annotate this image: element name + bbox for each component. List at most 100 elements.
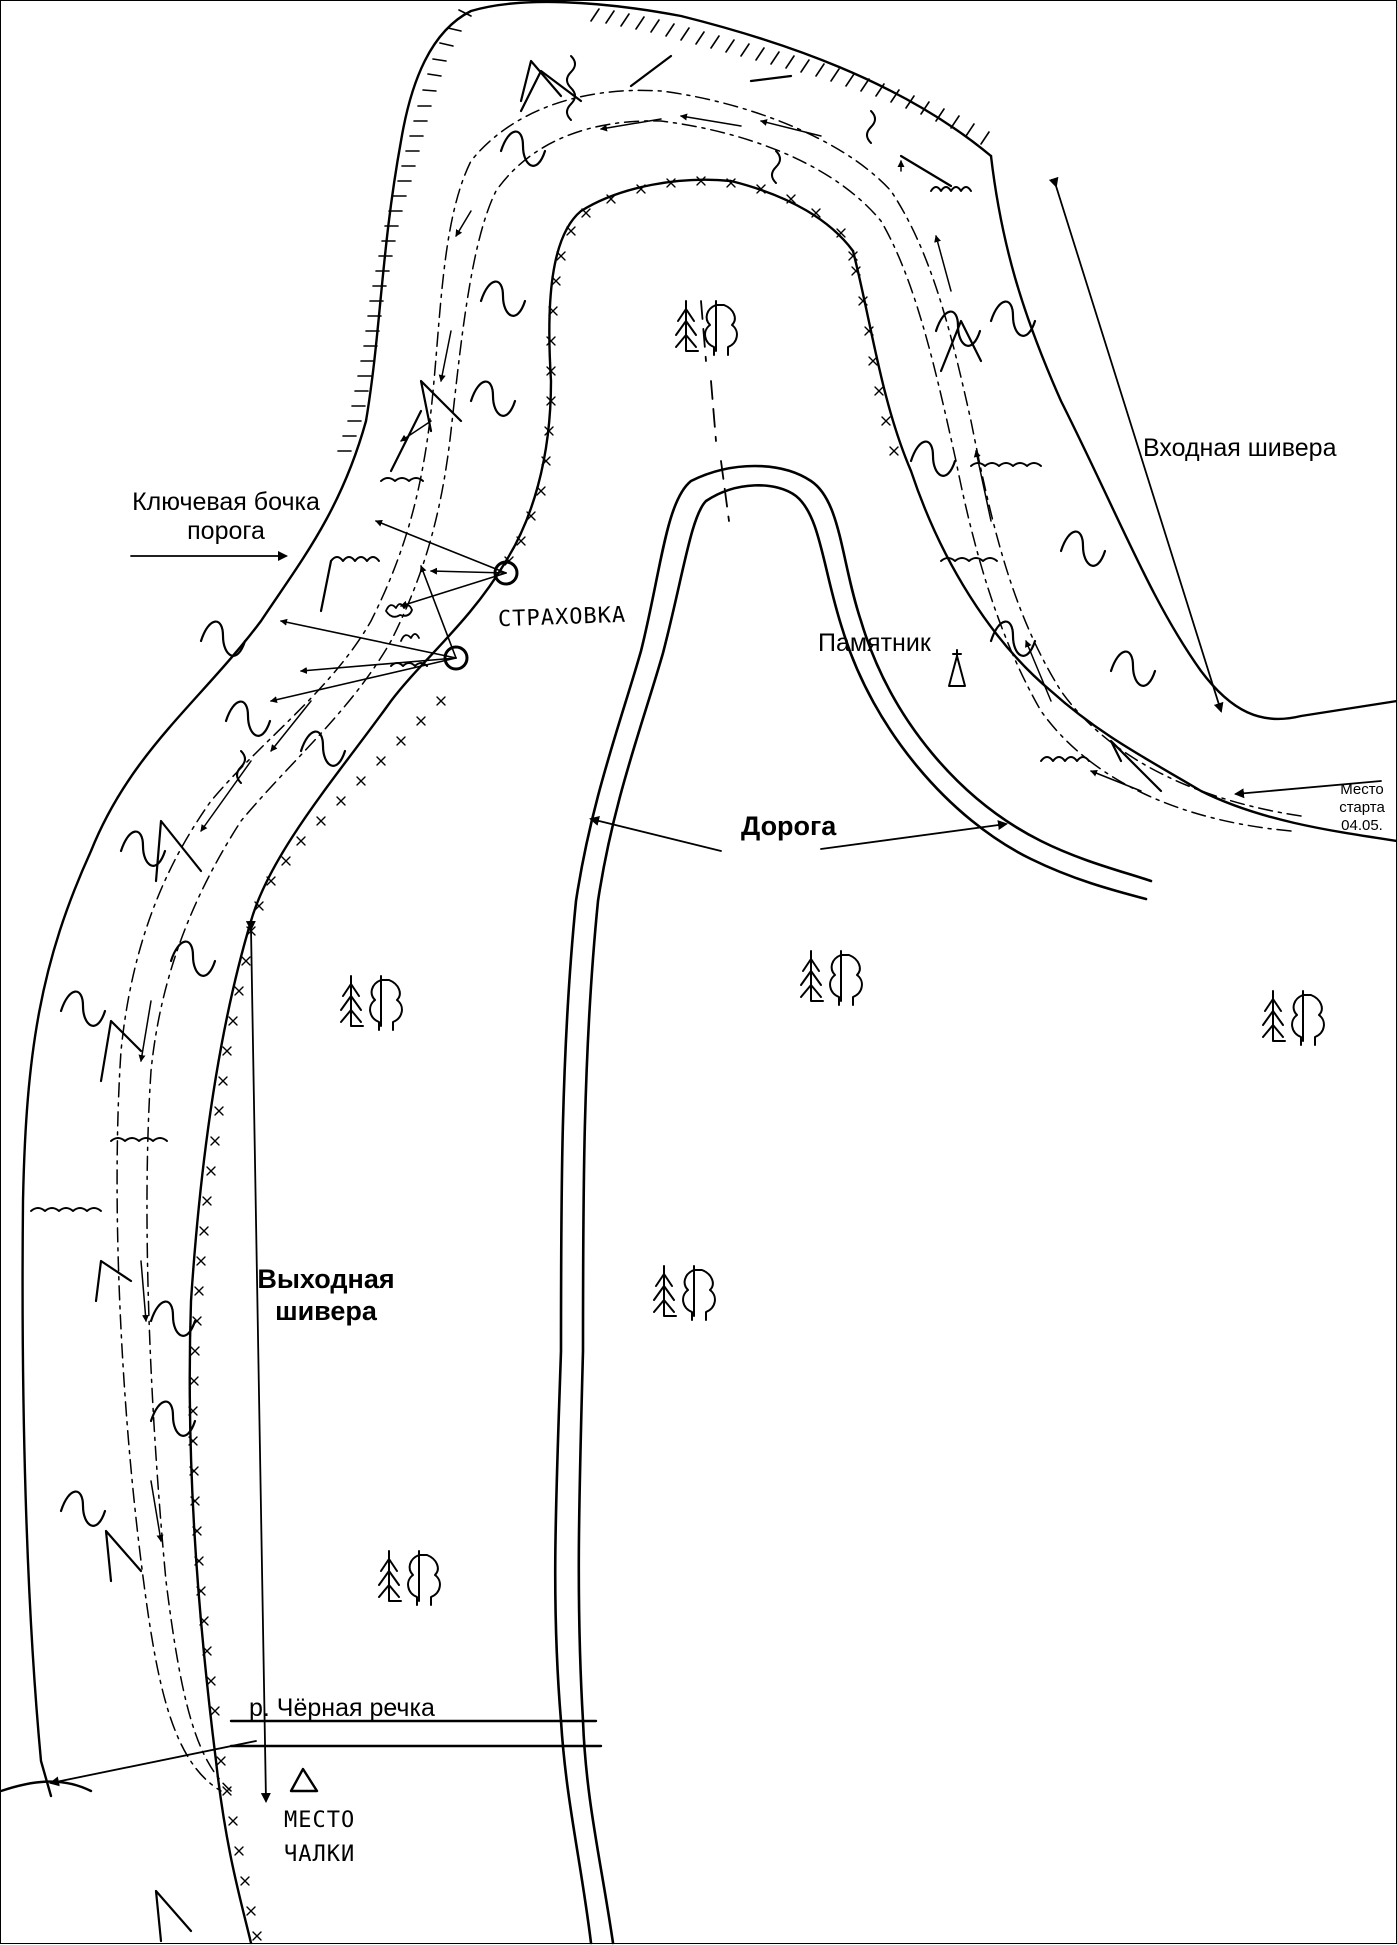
cliff-hatching <box>337 8 990 452</box>
shoal-x-mark <box>541 456 551 466</box>
shoal-x-mark <box>874 386 884 396</box>
shoal-x-mark <box>416 716 426 726</box>
shoal-x-mark <box>756 184 766 194</box>
wave-icon <box>934 310 982 347</box>
trail <box>700 300 730 522</box>
shoal-x-mark <box>726 178 736 188</box>
shoal-x-mark <box>234 1846 244 1856</box>
shoal-x-mark <box>228 1816 238 1826</box>
shoal-x-mark <box>546 366 556 376</box>
shoal-x-mark <box>210 1706 220 1716</box>
route-lines <box>116 89 1302 1792</box>
shoal-x-mark <box>786 194 796 204</box>
shoal-x-mark <box>296 836 306 846</box>
label-start-line2: старта <box>1339 799 1385 816</box>
shoal-x-mark <box>196 1256 206 1266</box>
monument-icon <box>948 649 966 687</box>
label-key-barrel-line1: Ключевая бочка <box>132 488 320 516</box>
tree-icon <box>340 975 403 1031</box>
shoal-x-mark <box>192 1526 202 1536</box>
river-outer-bank <box>21 1 1397 1798</box>
label-start-line1: Место <box>1340 781 1384 798</box>
side-road <box>229 1719 603 1748</box>
shoal-x-mark <box>199 1226 209 1236</box>
shoal-x-mark <box>889 446 899 456</box>
shoal-x-mark <box>222 1046 232 1056</box>
shoal-x-mark <box>566 226 576 236</box>
wave-icon <box>149 1400 197 1437</box>
label-key-barrel: Ключевая бочка порога <box>111 488 341 546</box>
shoal-x-mark <box>551 276 561 286</box>
wave-icon <box>169 940 217 977</box>
label-exit-shivera-line2: шивера <box>275 1296 377 1326</box>
camp-triangle-icon <box>289 1767 319 1793</box>
shoal-x-mark <box>316 816 326 826</box>
shoal-x-mark <box>546 396 556 406</box>
tree-icon <box>675 300 738 356</box>
v-tongues <box>94 54 1163 1943</box>
wave-icon <box>479 280 527 317</box>
shoal-x-mark <box>214 1106 224 1116</box>
label-monument: Памятник <box>818 629 931 657</box>
shoal-x-mark <box>228 1016 238 1026</box>
tree-icons <box>340 300 1325 1606</box>
wave-icon <box>469 380 517 417</box>
shoal-x-mark <box>281 856 291 866</box>
shoal-x-mark <box>190 1496 200 1506</box>
shoal-x-mark <box>188 1436 198 1446</box>
wave-icon <box>149 1300 197 1337</box>
label-exit-shivera: Выходная шивера <box>256 1263 396 1327</box>
shoal-x-mark <box>194 1286 204 1296</box>
label-parking: МЕСТО ЧАЛКИ <box>284 1804 355 1872</box>
shoal-x-mark <box>436 696 446 706</box>
shoal-x-mark <box>254 901 264 911</box>
shoal-x-mark <box>234 986 244 996</box>
shoal-x-mark <box>811 208 821 218</box>
insurance-point-1 <box>493 560 519 586</box>
shoal-x-mark <box>194 1556 204 1566</box>
shoal-x-mark <box>666 178 676 188</box>
shoal-x-mark <box>606 194 616 204</box>
shoal-x-mark <box>246 1906 256 1916</box>
wave-icon <box>989 620 1037 657</box>
wave-icon <box>299 730 347 767</box>
shoal-x-mark <box>858 296 868 306</box>
shoal-x-mark <box>206 1166 216 1176</box>
wave-icon <box>59 1490 107 1527</box>
shoal-x-mark <box>266 876 276 886</box>
wave-icon <box>499 130 547 167</box>
shoal-x-mark <box>516 536 526 546</box>
shoal-x-mark <box>376 756 386 766</box>
wavy-lines <box>236 55 876 784</box>
insurance-point-2 <box>443 645 469 671</box>
label-parking-line2: ЧАЛКИ <box>284 1842 356 1867</box>
rollers <box>30 186 1090 1212</box>
shoal-x-mark <box>581 208 591 218</box>
shoal-x-mark <box>336 796 346 806</box>
shoal-x-mark <box>836 228 846 238</box>
shoal-x-mark <box>252 1931 262 1941</box>
wave-marks <box>59 130 1157 1527</box>
label-exit-shivera-line1: Выходная <box>257 1264 395 1294</box>
label-river: р. Чёрная речка <box>249 1694 435 1722</box>
shoal-x-mark <box>188 1406 198 1416</box>
shoal-x-mark <box>202 1646 212 1656</box>
shoal-x-mark <box>190 1346 200 1356</box>
shoal-x-mark <box>536 486 546 496</box>
shoal-x-mark <box>546 336 556 346</box>
tree-icon <box>378 1550 441 1606</box>
wave-icon <box>59 990 107 1027</box>
shoal-x-mark <box>189 1376 199 1386</box>
shoal-x-mark <box>544 426 554 436</box>
shoal-x-mark <box>206 1676 216 1686</box>
wave-icon <box>199 620 247 657</box>
shoal-x-mark <box>526 511 536 521</box>
shoal-x-mark <box>636 184 646 194</box>
rock-marks <box>385 603 420 642</box>
shoal-x-mark <box>851 266 861 276</box>
wave-icon <box>119 830 167 867</box>
shoal-x-mark <box>396 736 406 746</box>
shoal-x-mark <box>696 176 706 186</box>
wave-icon <box>1109 650 1157 687</box>
